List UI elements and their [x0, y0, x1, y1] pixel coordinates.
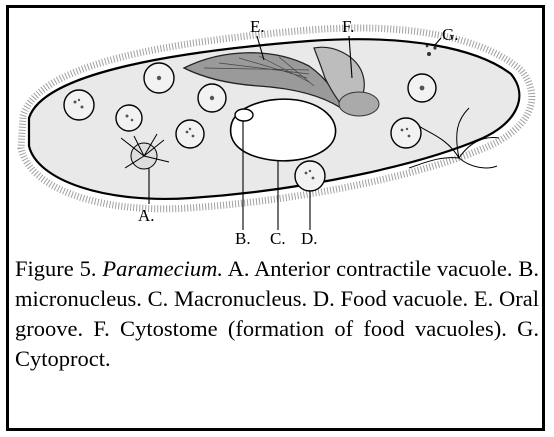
label-c: C. [270, 230, 286, 247]
caption-item-a: A. Anterior contractile vacuole. [228, 256, 513, 281]
label-f: F. [342, 18, 354, 35]
caption-item-f: F. Cytostome (formation of food vacuoles… [93, 316, 506, 341]
micronucleus [235, 109, 253, 121]
label-b: B. [235, 230, 251, 247]
macronucleus [231, 99, 336, 161]
label-g: G. [442, 26, 459, 43]
caption-item-d: D. Food vacuole. [313, 286, 468, 311]
food-vacuole-d [295, 161, 325, 191]
figure-caption: Figure 5. Paramecium. A. Anterior contra… [15, 254, 539, 374]
paramecium-drawing [9, 8, 542, 246]
caption-prefix: Figure 5. [15, 256, 96, 281]
figure-frame: A. B. C. D. E. F. G. Figure 5. Parameciu… [6, 5, 545, 431]
paramecium-illustration: A. B. C. D. E. F. G. [9, 8, 542, 246]
caption-item-c: C. Macronucleus. [148, 286, 307, 311]
label-e: E. [250, 18, 265, 35]
label-a: A. [138, 207, 155, 224]
label-d: D. [301, 230, 318, 247]
caption-organism: Paramecium. [102, 256, 223, 281]
